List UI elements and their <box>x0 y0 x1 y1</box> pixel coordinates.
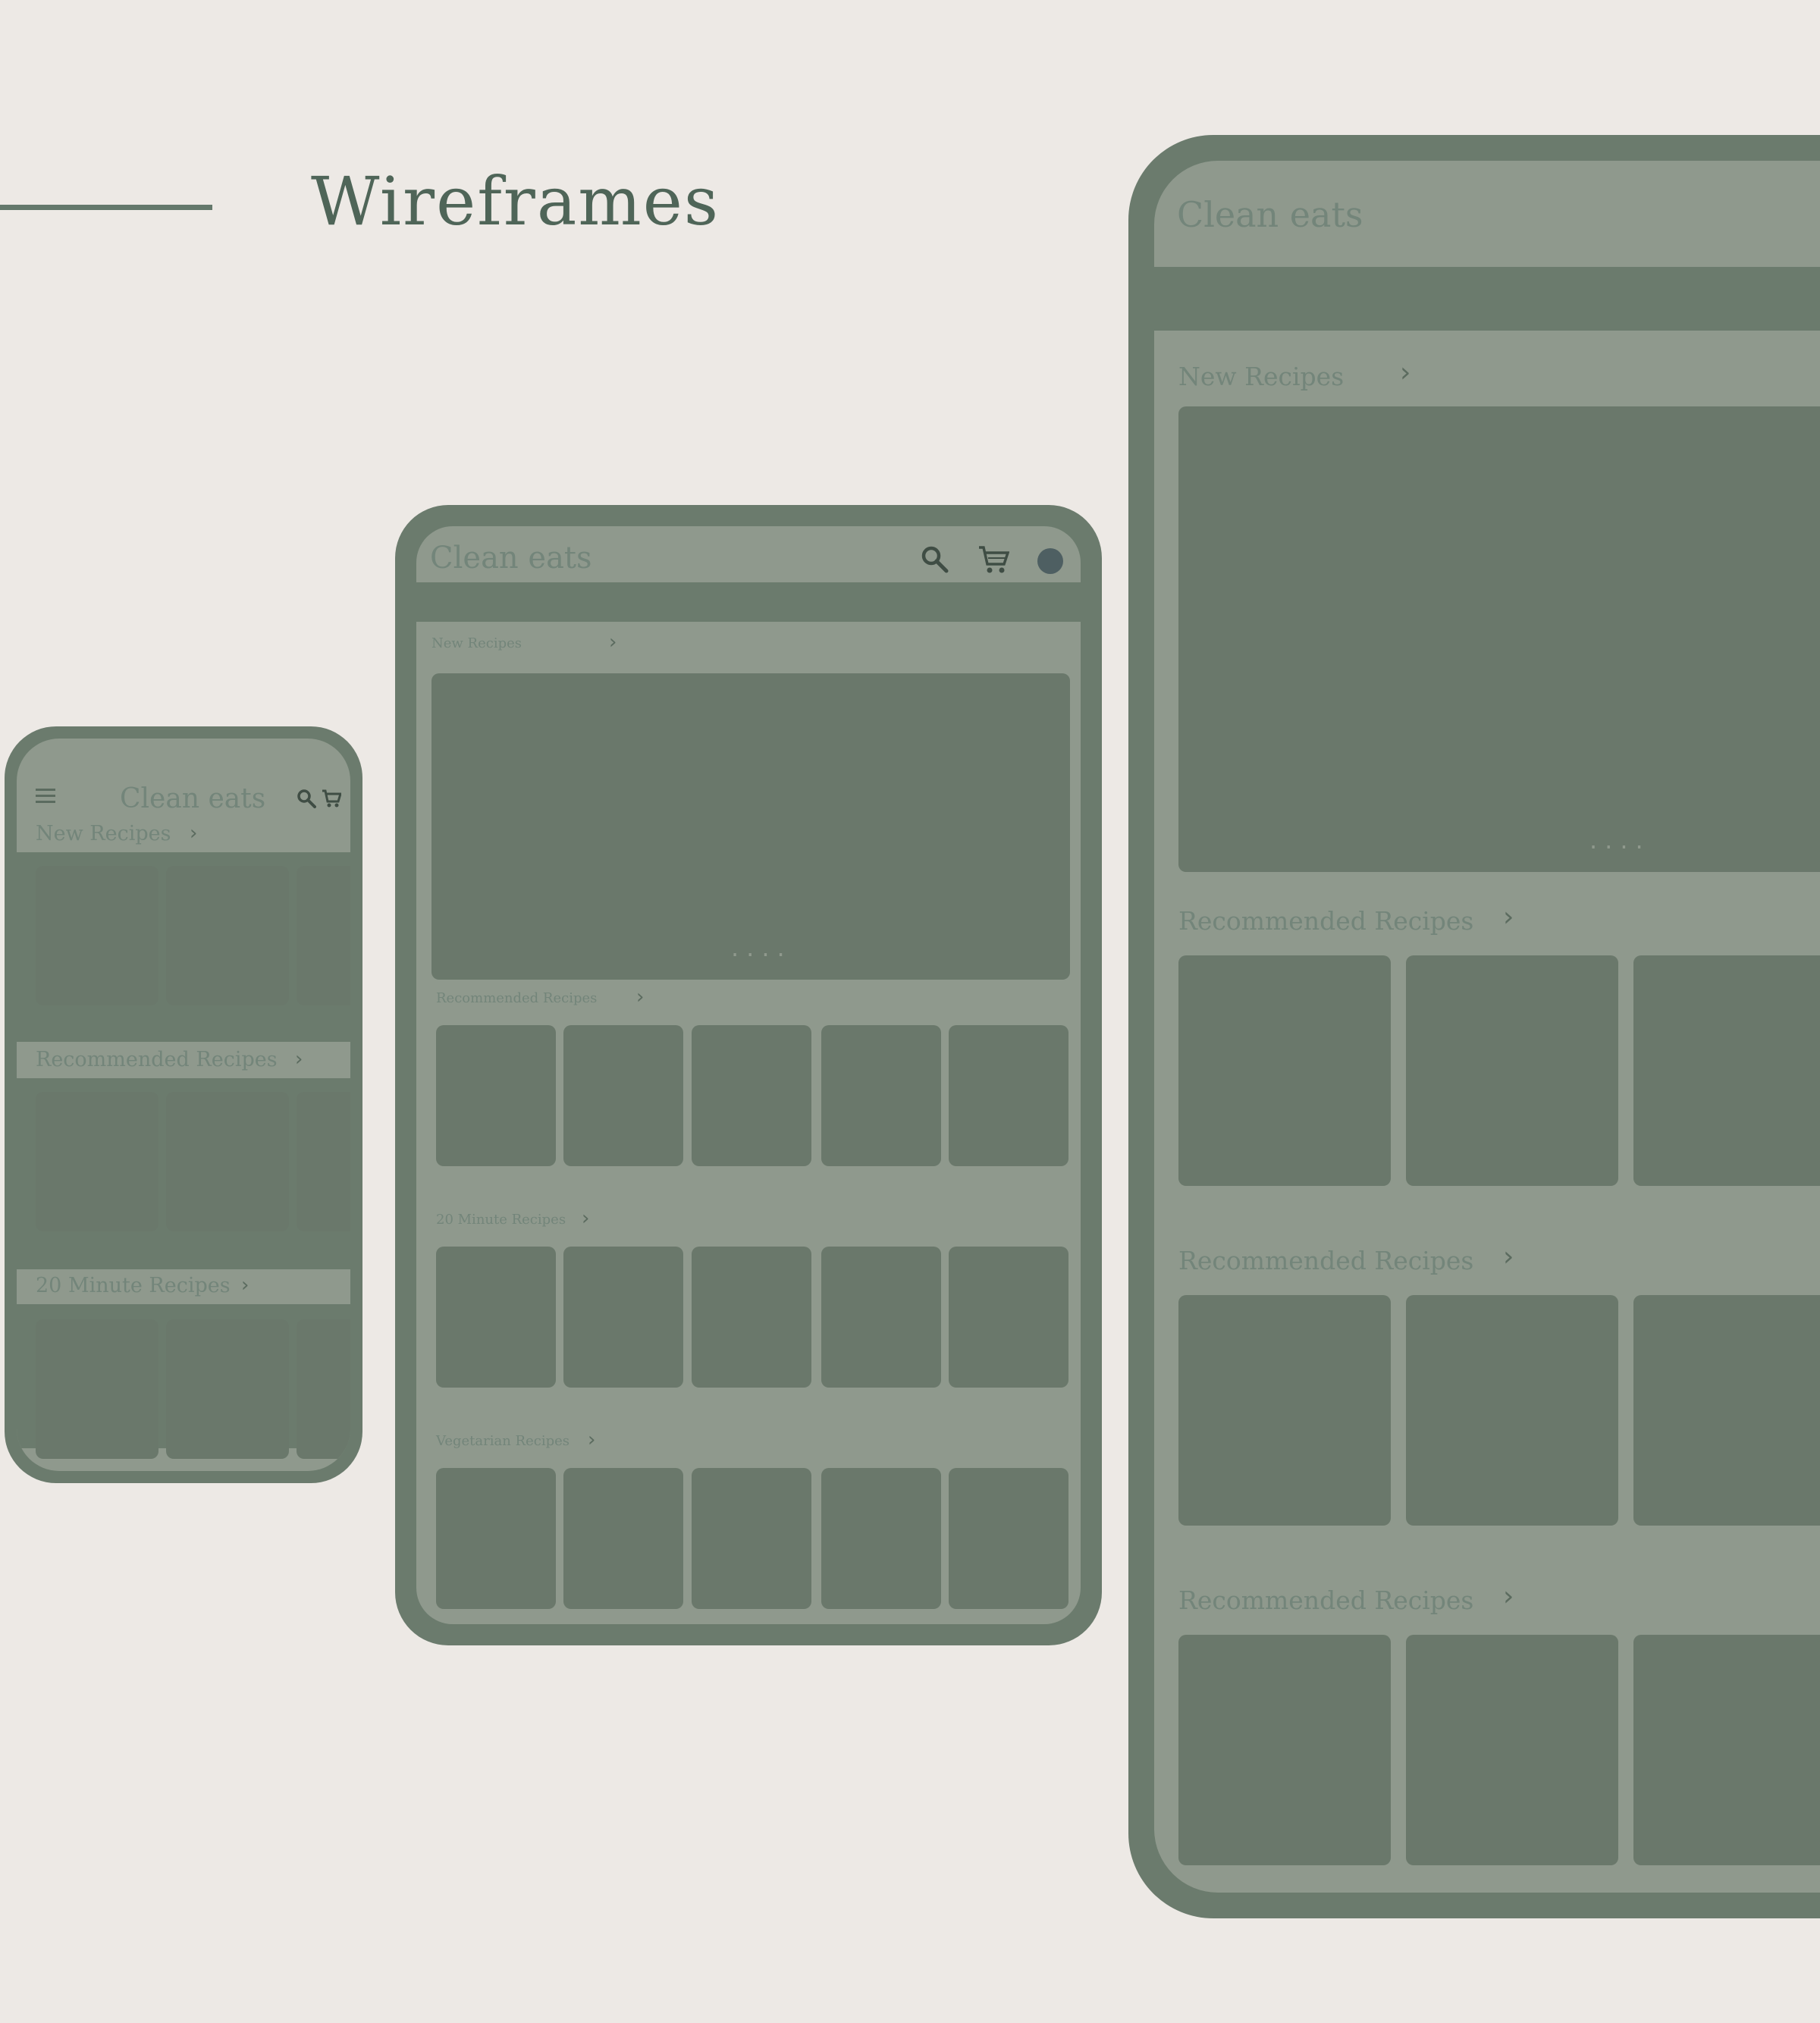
recipe-card[interactable] <box>821 1247 941 1388</box>
recipe-card[interactable] <box>297 1319 350 1459</box>
recipe-card[interactable] <box>1178 1635 1391 1865</box>
chevron-right-icon[interactable]: › <box>582 1207 590 1230</box>
recipe-card[interactable] <box>821 1025 941 1166</box>
recipe-card[interactable] <box>1178 1295 1391 1526</box>
recipe-card[interactable] <box>1406 1295 1618 1526</box>
chevron-right-icon[interactable]: › <box>1503 902 1514 933</box>
nav-band <box>1154 267 1820 331</box>
recipe-card[interactable] <box>297 1092 350 1231</box>
section-title: New Recipes <box>1178 362 1345 391</box>
tablet-screen: Clean eats New Recipes › .... Recommende… <box>416 526 1081 1624</box>
recipe-card[interactable] <box>36 1092 158 1231</box>
recipe-card[interactable] <box>436 1025 556 1166</box>
tablet-wireframe: Clean eats New Recipes › .... Recommende… <box>395 505 1102 1645</box>
section-title: Recommended Recipes <box>436 990 598 1006</box>
section-title: Recommended Recipes <box>1178 1585 1474 1615</box>
hero-carousel[interactable] <box>431 673 1070 980</box>
recipe-card[interactable] <box>436 1247 556 1388</box>
nav-band <box>416 582 1081 622</box>
desktop-screen: Clean eats New Recipes › .... Recommende… <box>1154 161 1820 1893</box>
chevron-right-icon[interactable]: › <box>588 1429 596 1451</box>
recipe-card[interactable] <box>563 1247 683 1388</box>
recipe-card[interactable] <box>692 1247 811 1388</box>
app-title: Clean eats <box>120 783 266 814</box>
recipe-card[interactable] <box>1633 1295 1820 1526</box>
chevron-right-icon[interactable]: › <box>636 986 645 1008</box>
section-title: Vegetarian Recipes <box>436 1433 570 1449</box>
menu-icon[interactable] <box>36 789 55 804</box>
section-title: New Recipes <box>36 822 171 845</box>
desktop-wireframe: Clean eats New Recipes › .... Recommende… <box>1128 135 1820 1918</box>
section-title: Recommended Recipes <box>1178 1246 1474 1275</box>
carousel-dots[interactable]: .... <box>731 933 792 962</box>
chevron-right-icon[interactable]: › <box>1400 357 1411 388</box>
chevron-right-icon[interactable]: › <box>241 1274 249 1297</box>
chevron-right-icon[interactable]: › <box>190 822 198 845</box>
app-title: Clean eats <box>430 541 592 576</box>
recipe-card[interactable] <box>1406 1635 1618 1865</box>
chevron-right-icon[interactable]: › <box>1503 1241 1514 1272</box>
app-title: Clean eats <box>1177 194 1363 235</box>
recipe-card[interactable] <box>692 1468 811 1609</box>
recipe-card[interactable] <box>36 866 158 1005</box>
hero-carousel[interactable] <box>1178 406 1820 872</box>
recipe-card[interactable] <box>821 1468 941 1609</box>
recipe-card[interactable] <box>166 1319 289 1459</box>
recipe-card[interactable] <box>949 1025 1068 1166</box>
recipe-card[interactable] <box>166 1092 289 1231</box>
search-icon[interactable] <box>297 789 316 808</box>
chevron-right-icon[interactable]: › <box>295 1048 303 1071</box>
decorative-line <box>0 205 212 210</box>
recipe-card[interactable] <box>949 1247 1068 1388</box>
section-title: 20 Minute Recipes <box>36 1274 231 1297</box>
page-heading: Wireframes <box>311 162 720 240</box>
recipe-card[interactable] <box>563 1025 683 1166</box>
section-title: Recommended Recipes <box>1178 906 1474 936</box>
avatar-icon[interactable] <box>1037 548 1063 574</box>
recipe-card[interactable] <box>1406 955 1618 1186</box>
recipe-card[interactable] <box>692 1025 811 1166</box>
recipe-card[interactable] <box>297 866 350 1005</box>
recipe-card[interactable] <box>563 1468 683 1609</box>
search-icon[interactable] <box>920 544 950 575</box>
cart-icon[interactable] <box>977 544 1010 575</box>
recipe-card[interactable] <box>166 866 289 1005</box>
phone-wireframe: Clean eats New Recipes › Recommended Rec… <box>5 726 362 1483</box>
section-title: Recommended Recipes <box>36 1048 278 1071</box>
recipe-card[interactable] <box>436 1468 556 1609</box>
cart-icon[interactable] <box>322 789 343 808</box>
section-title: New Recipes <box>431 635 522 651</box>
recipe-card[interactable] <box>1633 1635 1820 1865</box>
recipe-card[interactable] <box>1633 955 1820 1186</box>
recipe-card[interactable] <box>1178 955 1391 1186</box>
chevron-right-icon[interactable]: › <box>1503 1581 1514 1612</box>
phone-screen: Clean eats New Recipes › Recommended Rec… <box>17 739 350 1471</box>
carousel-dots[interactable]: .... <box>1589 826 1651 855</box>
section-title: 20 Minute Recipes <box>436 1212 566 1228</box>
recipe-card[interactable] <box>949 1468 1068 1609</box>
recipe-card[interactable] <box>36 1319 158 1459</box>
chevron-right-icon[interactable]: › <box>609 631 617 654</box>
